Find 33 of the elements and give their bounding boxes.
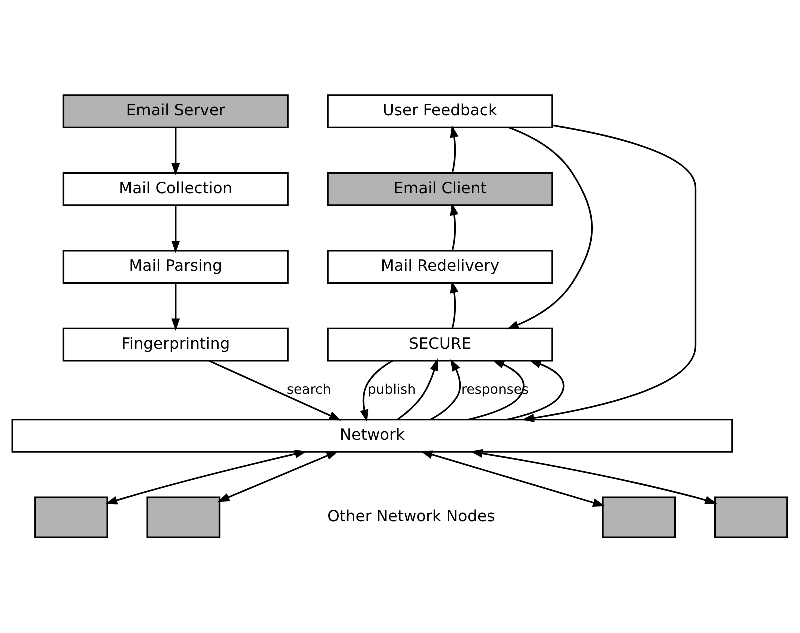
- node-box: Network: [12, 418, 734, 453]
- node-box: Mail Collection: [62, 172, 289, 206]
- node-box: Email Server: [62, 94, 289, 128]
- node-box: [146, 496, 221, 538]
- arrow: [450, 203, 459, 251]
- arrow: [420, 450, 606, 507]
- edge-label: publish: [368, 382, 416, 398]
- node-box: User Feedback: [327, 94, 554, 128]
- arrow: [450, 281, 459, 329]
- node-box: [602, 496, 676, 538]
- arrow: [217, 451, 339, 502]
- arrow: [470, 449, 718, 504]
- edge-label: search: [287, 382, 332, 398]
- arrow: [507, 360, 565, 421]
- arrow: [172, 283, 180, 331]
- arrow: [172, 206, 180, 254]
- node-box: [34, 496, 108, 538]
- arrow: [360, 360, 394, 422]
- arrow: [397, 358, 439, 420]
- node-box: Mail Parsing: [62, 250, 289, 284]
- arrow: [208, 360, 342, 421]
- arrow: [506, 126, 594, 330]
- node-box: Email Client: [327, 172, 554, 206]
- label: Other Network Nodes: [328, 508, 496, 526]
- node-box: Fingerprinting: [62, 328, 289, 362]
- arrow: [172, 128, 180, 176]
- node-box: SECURE: [327, 328, 554, 362]
- node-box: [714, 496, 788, 538]
- arrow: [430, 359, 462, 420]
- node-box: Mail Redelivery: [327, 250, 554, 284]
- arrow: [522, 124, 697, 423]
- arrow: [450, 125, 459, 174]
- arrow: [105, 450, 308, 505]
